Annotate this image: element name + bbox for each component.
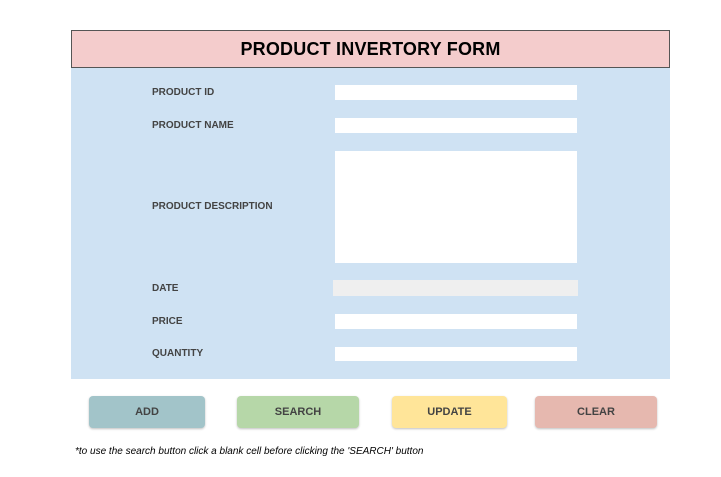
product-description-textarea[interactable] — [335, 151, 577, 263]
search-instruction-note: *to use the search button click a blank … — [75, 446, 424, 457]
update-button[interactable]: UPDATE — [392, 396, 507, 428]
add-button-label: ADD — [135, 406, 159, 418]
price-input[interactable] — [335, 314, 577, 329]
form-panel: PRODUCT ID PRODUCT NAME PRODUCT DESCRIPT… — [71, 68, 670, 379]
product-id-input[interactable] — [335, 85, 577, 100]
clear-button[interactable]: CLEAR — [535, 396, 657, 428]
quantity-input[interactable] — [335, 347, 577, 361]
date-field[interactable] — [333, 280, 578, 296]
product-description-label: PRODUCT DESCRIPTION — [152, 201, 273, 212]
add-button[interactable]: ADD — [89, 396, 205, 428]
search-button[interactable]: SEARCH — [237, 396, 359, 428]
update-button-label: UPDATE — [427, 406, 472, 418]
form-title-bar: PRODUCT INVERTORY FORM — [71, 30, 670, 68]
product-name-input[interactable] — [335, 118, 577, 133]
search-button-label: SEARCH — [274, 406, 322, 418]
product-name-label: PRODUCT NAME — [152, 120, 234, 131]
date-label: DATE — [152, 283, 179, 294]
product-id-label: PRODUCT ID — [152, 87, 215, 98]
clear-button-label: CLEAR — [577, 406, 615, 418]
form-title: PRODUCT INVERTORY FORM — [240, 38, 501, 59]
quantity-label: QUANTITY — [152, 348, 204, 359]
price-label: PRICE — [152, 316, 183, 327]
